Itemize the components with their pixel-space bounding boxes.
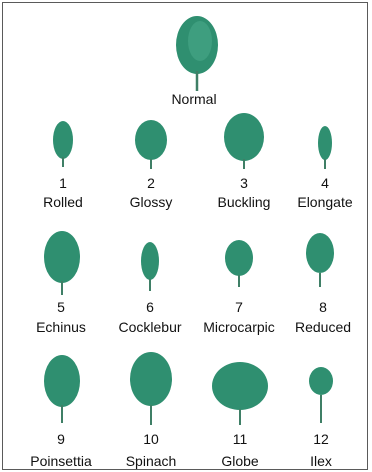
- mutant-number-1: 1: [13, 175, 113, 191]
- mutant-name-echinus: Echinus: [11, 319, 111, 335]
- leaf-reduced-image: [304, 231, 336, 287]
- leaf-microcarpic-image: [222, 237, 256, 287]
- mutant-name-reduced: Reduced: [273, 319, 372, 335]
- mutant-name-spinach: Spinach: [101, 453, 201, 469]
- mutant-number-2: 2: [101, 175, 201, 191]
- mutant-number-9: 9: [11, 431, 111, 447]
- normal-label: Normal: [144, 91, 244, 107]
- leaf-glossy-image: [132, 117, 170, 169]
- leaf-poinsettia-image: [39, 353, 85, 423]
- leaf-spinach-image: [127, 349, 175, 425]
- mutant-number-4: 4: [275, 175, 372, 191]
- mutant-number-5: 5: [11, 299, 111, 315]
- normal-leaf-image: [173, 11, 221, 91]
- mutant-name-elongate: Elongate: [275, 194, 372, 210]
- leaf-ilex-image: [307, 363, 335, 423]
- leaf-rolled-image: [47, 119, 79, 167]
- mutant-number-10: 10: [101, 431, 201, 447]
- mutant-name-glossy: Glossy: [101, 194, 201, 210]
- leaf-buckling-image: [221, 111, 267, 169]
- leaf-globe-image: [209, 359, 271, 425]
- figure-frame: Normal 1 Rolled 2 Glossy 3 Buckling 4 El…: [2, 2, 368, 470]
- mutant-name-poinsettia: Poinsettia: [11, 453, 111, 469]
- leaf-echinus-image: [39, 229, 85, 295]
- leaf-elongate-image: [313, 123, 337, 169]
- mutant-number-6: 6: [100, 299, 200, 315]
- mutant-name-rolled: Rolled: [13, 194, 113, 210]
- mutant-number-12: 12: [271, 431, 371, 447]
- mutant-number-8: 8: [273, 299, 372, 315]
- mutant-name-cocklebur: Cocklebur: [100, 319, 200, 335]
- mutant-name-ilex: Ilex: [271, 453, 371, 469]
- leaf-cocklebur-image: [137, 239, 163, 291]
